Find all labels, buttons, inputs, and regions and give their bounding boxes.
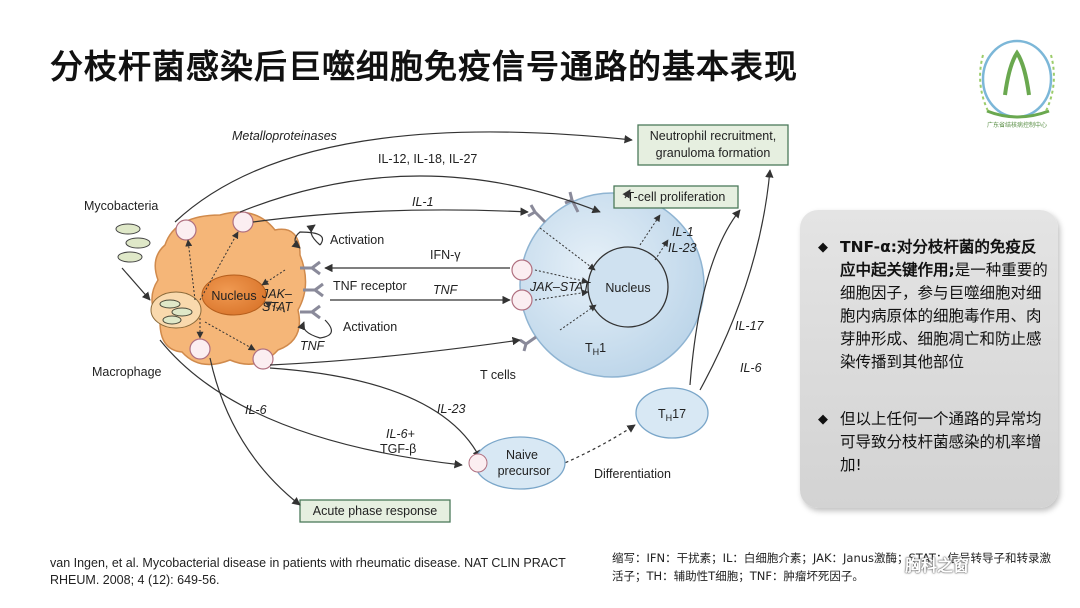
il17-label: IL-17 xyxy=(735,319,765,333)
arrow-il1 xyxy=(252,207,529,223)
arrow-il6-right xyxy=(699,169,774,391)
pathway-diagram: Nucleus JAK– STAT Mycobacteria Macrophag… xyxy=(84,124,789,523)
arrow-il17 xyxy=(689,209,741,386)
citation: van Ingen, et al. Mycobacterial disease … xyxy=(50,556,566,587)
arrow-activation-top xyxy=(306,224,321,246)
th1-receptor-2 xyxy=(511,289,533,311)
mycobacteria-label: Mycobacteria xyxy=(84,199,158,213)
mac-receptor-3 xyxy=(189,338,211,360)
nucleus-th1-label: Nucleus xyxy=(605,281,650,295)
activation-top-label: Activation xyxy=(330,233,384,247)
mac-tnf-receptor-3 xyxy=(300,304,321,320)
macrophage-label: Macrophage xyxy=(92,365,162,379)
tnf-left-label: TNF xyxy=(300,339,326,353)
mac-receptor-2 xyxy=(232,211,254,233)
acute-phase-box xyxy=(299,499,451,523)
mycobacterium-2 xyxy=(125,237,151,249)
logo-text-bottom: 广东省结核病控制中心 xyxy=(987,121,1047,129)
metalloproteinases-label: Metalloproteinases xyxy=(232,129,337,143)
th1-label: TH1 xyxy=(585,341,606,357)
summary-panel: ◆ TNF-α:对分枝杆菌的免疫反应中起关键作用;是一种重要的细胞因子，参与巨噬… xyxy=(800,210,1058,508)
arrow-th1-to-prolif xyxy=(622,189,631,199)
arrow-il6-tgf xyxy=(159,339,463,469)
tcells-label: T cells xyxy=(480,368,516,382)
mac-tnf-receptor-2 xyxy=(303,282,324,298)
th1-y-receptor-1 xyxy=(527,204,547,224)
arrow-differentiation xyxy=(559,424,636,466)
activation-loop-bottom xyxy=(297,319,332,339)
il12-18-27-label: IL-12, IL-18, IL-27 xyxy=(378,152,477,166)
arrow-acute-il6 xyxy=(209,357,301,506)
th17-cell xyxy=(635,387,709,439)
mycobacterium-3 xyxy=(117,251,143,263)
neutrophil-box xyxy=(637,124,789,166)
mac-tnf-receptor-1 xyxy=(300,260,321,276)
activation-loop-top xyxy=(291,231,324,249)
bacterium-inside-3 xyxy=(162,315,182,325)
th1-y-receptor-3 xyxy=(519,335,537,352)
macrophage-nucleus xyxy=(201,274,267,316)
neutrophil-box-line1: Neutrophil recruitment, xyxy=(650,129,776,143)
tnf-mid-label: TNF xyxy=(433,283,459,297)
bullet2-text: 但以上任何一个通路的异常均可导致分枝杆菌感染的机率增加! xyxy=(840,410,1042,474)
mycobacterium-1 xyxy=(115,223,141,235)
il6-tgf-label-2: TGF-β xyxy=(380,442,416,456)
arrow-il23-low xyxy=(269,367,481,459)
il6-right-label: IL-6 xyxy=(740,361,762,375)
mac-receptor-1 xyxy=(175,219,197,241)
naive-label-2: precursor xyxy=(498,464,551,478)
page-title: 分枝杆菌感染后巨噬细胞免疫信号通路的基本表现 xyxy=(50,47,798,86)
diamond-bullet-icon: ◆ xyxy=(818,240,828,255)
bacterium-inside-1 xyxy=(159,299,181,309)
watermark: 胸科之窗 xyxy=(905,556,970,575)
jak-stat-mac-label-2: STAT xyxy=(262,300,293,314)
neutrophil-box-line2: granuloma formation xyxy=(656,146,771,160)
naive-label-1: Naive xyxy=(506,448,538,462)
th1-receptor-1 xyxy=(511,259,533,281)
abbreviations-note: 缩写：IFN：干扰素；IL：白细胞介素；JAK：Janus激酶；STAT：信号转… xyxy=(612,551,1051,583)
acute-phase-text: Acute phase response xyxy=(313,504,437,518)
th1-nucleus xyxy=(587,246,669,328)
naive-receptor xyxy=(468,453,488,473)
il6-tgf-label-1: IL-6+ xyxy=(386,427,415,441)
bacterium-inside-2 xyxy=(171,307,193,317)
naive-precursor-cell xyxy=(474,436,566,490)
ifn-gamma-label: IFN-γ xyxy=(430,248,461,262)
il6-left-label: IL-6 xyxy=(245,403,267,417)
tnf-receptor-label: TNF receptor xyxy=(333,279,407,293)
bullet1-bold: TNF-α:对分枝杆菌的免疫反应中起关键作用; xyxy=(840,238,1037,279)
mac-receptor-4 xyxy=(252,348,274,370)
arrow-metalloproteinases xyxy=(174,131,633,223)
il23-low-label: IL-23 xyxy=(437,402,466,416)
nucleus-mac-label: Nucleus xyxy=(211,289,256,303)
arrow-il12 xyxy=(239,175,601,214)
summary-bullet-1: ◆ TNF-α:对分枝杆菌的免疫反应中起关键作用;是一种重要的细胞因子，参与巨噬… xyxy=(818,236,1050,374)
tcell-proliferation-box xyxy=(613,185,739,209)
summary-bullet-2: ◆ 但以上任何一个通路的异常均可导致分枝杆菌感染的机率增加! xyxy=(818,408,1050,477)
tcell-proliferation-text: T-cell proliferation xyxy=(627,190,726,204)
th17-label: TH17 xyxy=(658,407,686,423)
logo: 广东省结核病控制中心 xyxy=(979,39,1055,129)
differentiation-label: Differentiation xyxy=(594,467,671,481)
diamond-bullet-icon: ◆ xyxy=(818,412,828,427)
il1-mid-label: IL-1 xyxy=(412,195,434,209)
il23-right-label: IL-23 xyxy=(668,241,697,255)
activation-bottom-label: Activation xyxy=(343,320,397,334)
arrow-tcells xyxy=(269,336,521,366)
bullet1-text: 是一种重要的细胞因子，参与巨噬细胞对细胞内病原体的细胞毒作用、肉芽肿形成、细胞凋… xyxy=(840,261,1048,371)
il1-right-label: IL-1 xyxy=(672,225,694,239)
jak-stat-th1-label: JAK–STAT xyxy=(529,280,591,294)
jak-stat-mac-label-1: JAK– xyxy=(261,287,293,301)
